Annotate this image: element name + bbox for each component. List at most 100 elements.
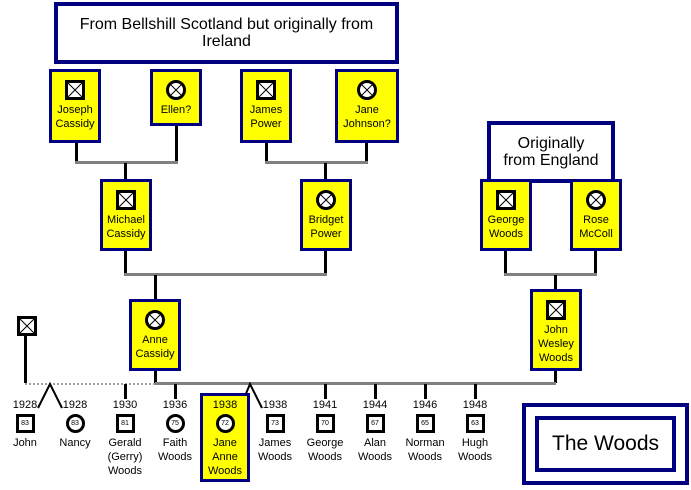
link-line xyxy=(24,336,27,383)
birth-year: 1928 xyxy=(62,399,88,411)
person-name: Joseph Cassidy xyxy=(55,104,95,130)
male-icon: 70 xyxy=(315,414,335,433)
link-line xyxy=(124,250,127,274)
link-line xyxy=(474,384,477,399)
link-line xyxy=(265,142,268,162)
child-name: Hugh Woods xyxy=(457,437,493,463)
birth-year: 1946 xyxy=(412,399,438,411)
male-icon: 65 xyxy=(415,414,435,433)
link-line xyxy=(554,370,557,383)
link-line xyxy=(175,125,178,162)
person-name: John Wesley Woods xyxy=(538,324,574,364)
male-icon: 81 xyxy=(115,414,135,433)
note-ireland: From Bellshill Scotland but originally f… xyxy=(54,2,399,64)
birth-year: 1938 xyxy=(262,399,288,411)
union-line xyxy=(75,161,178,164)
child-name: Nancy xyxy=(59,437,91,449)
child-name: George Woods xyxy=(306,437,344,463)
person-george-woods-sr[interactable]: George Woods xyxy=(480,179,532,251)
person-name: Michael Cassidy xyxy=(106,214,146,240)
child-james-woods[interactable]: 1938 73 James Woods xyxy=(250,399,300,464)
child-george-woods[interactable]: 1941 70 George Woods xyxy=(300,399,350,464)
person-rose-mccoll[interactable]: Rose McColl xyxy=(570,179,622,251)
link-line xyxy=(594,250,597,274)
person-name: George Woods xyxy=(487,214,525,240)
person-name: James Power xyxy=(249,104,283,130)
link-line xyxy=(504,250,507,274)
person-name: Rose McColl xyxy=(579,214,613,240)
birth-year: 1948 xyxy=(462,399,488,411)
male-icon: 67 xyxy=(365,414,385,433)
child-hugh-woods[interactable]: 1948 63 Hugh Woods xyxy=(450,399,500,464)
male-deceased-icon xyxy=(116,190,136,210)
person-john-wesley-woods[interactable]: John Wesley Woods xyxy=(530,289,582,371)
union-line xyxy=(504,273,597,276)
other-partner-male-deceased-icon[interactable] xyxy=(17,316,37,336)
child-name: John xyxy=(13,437,37,449)
link-line xyxy=(124,163,127,180)
person-joseph-cassidy[interactable]: Joseph Cassidy xyxy=(49,69,101,143)
person-jane-johnson[interactable]: Jane Johnson? xyxy=(335,69,399,143)
child-faith-woods[interactable]: 1936 75 Faith Woods xyxy=(150,399,200,464)
person-name: Anne Cassidy xyxy=(135,334,175,360)
age: 70 xyxy=(321,420,329,427)
birth-year: 1928 xyxy=(12,399,38,411)
link-line xyxy=(365,142,368,162)
age: 67 xyxy=(371,420,379,427)
birth-year: 1944 xyxy=(362,399,388,411)
child-alan-woods[interactable]: 1944 67 Alan Woods xyxy=(350,399,400,464)
link-line xyxy=(424,384,427,399)
person-anne-cassidy[interactable]: Anne Cassidy xyxy=(129,299,181,371)
child-nancy[interactable]: 1928 83 Nancy xyxy=(50,399,100,450)
female-deceased-icon xyxy=(586,190,606,210)
person-bridget-power[interactable]: Bridget Power xyxy=(300,179,352,251)
child-name: Gerald (Gerry) Woods xyxy=(107,437,143,477)
person-name: Bridget Power xyxy=(308,214,344,240)
link-line xyxy=(124,384,127,399)
link-line xyxy=(324,384,327,399)
person-james-power[interactable]: James Power xyxy=(240,69,292,143)
child-jane-anne-woods[interactable]: 1938 72 Jane Anne Woods xyxy=(200,399,250,478)
child-name: Alan Woods xyxy=(357,437,393,463)
link-line xyxy=(374,384,377,399)
female-deceased-icon xyxy=(316,190,336,210)
note-england: Originally from England xyxy=(487,121,615,183)
child-norman-woods[interactable]: 1946 65 Norman Woods xyxy=(400,399,450,464)
person-name: Jane Johnson? xyxy=(343,104,391,130)
age: 65 xyxy=(421,420,429,427)
birth-year: 1936 xyxy=(162,399,188,411)
male-icon: 63 xyxy=(465,414,485,433)
child-name: Norman Woods xyxy=(405,437,445,463)
child-name: Faith Woods xyxy=(157,437,193,463)
birth-year: 1930 xyxy=(112,399,138,411)
age: 75 xyxy=(171,420,179,427)
male-deceased-icon xyxy=(546,300,566,320)
child-gerald-woods[interactable]: 1930 81 Gerald (Gerry) Woods xyxy=(100,399,150,478)
child-name: James Woods xyxy=(257,437,293,463)
female-deceased-icon xyxy=(357,80,377,100)
age: 72 xyxy=(221,420,229,427)
female-icon: 75 xyxy=(165,414,185,433)
person-ellen[interactable]: Ellen? xyxy=(150,69,202,126)
union-line xyxy=(124,273,327,276)
child-john[interactable]: 1928 83 John xyxy=(0,399,50,450)
link-line xyxy=(554,275,557,291)
title-box-outer: The Woods xyxy=(522,403,689,485)
link-line xyxy=(75,142,78,162)
male-icon: 73 xyxy=(265,414,285,433)
twin-connector xyxy=(37,381,63,409)
female-deceased-icon xyxy=(145,310,165,330)
male-deceased-icon xyxy=(496,190,516,210)
age: 83 xyxy=(21,420,29,427)
title-box-inner: The Woods xyxy=(535,416,676,472)
birth-year: 1938 xyxy=(212,399,238,411)
person-michael-cassidy[interactable]: Michael Cassidy xyxy=(100,179,152,251)
person-name: Ellen? xyxy=(160,104,192,116)
note-england-text: Originally from England xyxy=(503,135,599,169)
age: 83 xyxy=(71,420,79,427)
link-line xyxy=(154,370,157,383)
birth-year: 1941 xyxy=(312,399,338,411)
dotted-union-line xyxy=(25,383,155,385)
link-line xyxy=(174,384,177,399)
age: 73 xyxy=(271,420,279,427)
